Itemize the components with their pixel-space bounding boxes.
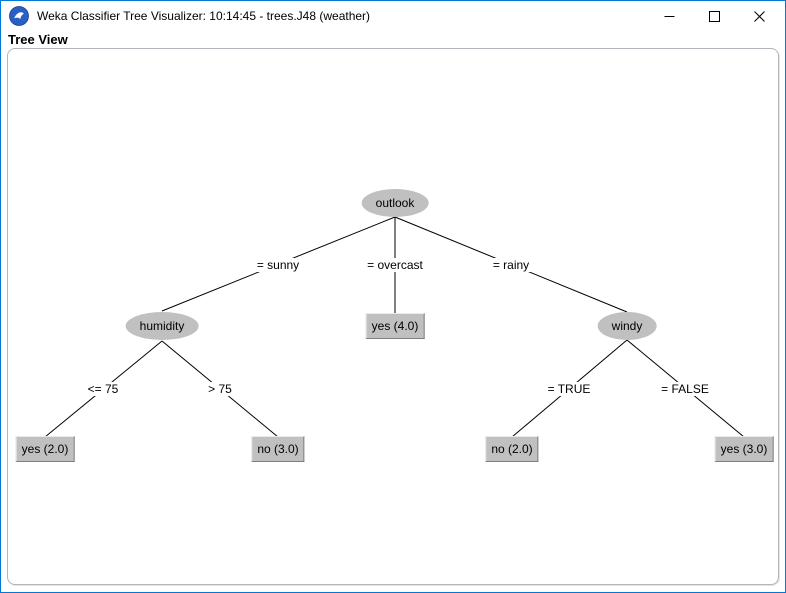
- branch-label-false: = FALSE: [658, 382, 712, 396]
- tree-leaf-yes-4-0[interactable]: yes (4.0): [365, 313, 425, 339]
- tree-canvas[interactable]: = sunny = overcast = rainy <= 75 > 75 = …: [7, 48, 779, 585]
- branch-label-le-75: <= 75: [84, 382, 122, 396]
- tree-leaf-yes-2-0[interactable]: yes (2.0): [15, 436, 75, 462]
- tree-leaf-yes-3-0[interactable]: yes (3.0): [714, 436, 774, 462]
- branch-label-true: = TRUE: [544, 382, 594, 396]
- minimize-button[interactable]: [647, 1, 692, 31]
- tree-node-windy[interactable]: windy: [597, 312, 657, 340]
- tree-leaf-no-2-0[interactable]: no (2.0): [485, 436, 539, 462]
- close-button[interactable]: [737, 1, 782, 31]
- maximize-icon: [709, 10, 720, 22]
- tree-view-label: Tree View: [8, 32, 68, 47]
- branch-label-overcast: = overcast: [364, 258, 426, 272]
- weka-app-icon: [9, 6, 29, 26]
- tree-leaf-no-3-0[interactable]: no (3.0): [251, 436, 305, 462]
- branch-label-rainy: = rainy: [489, 258, 533, 272]
- minimize-icon: [664, 15, 675, 17]
- maximize-button[interactable]: [692, 1, 737, 31]
- window-title: Weka Classifier Tree Visualizer: 10:14:4…: [37, 9, 371, 23]
- tree-node-outlook[interactable]: outlook: [361, 189, 429, 217]
- branch-label-sunny: = sunny: [253, 258, 303, 272]
- close-icon: [754, 10, 765, 22]
- tree-node-humidity[interactable]: humidity: [125, 312, 199, 340]
- titlebar[interactable]: Weka Classifier Tree Visualizer: 10:14:4…: [1, 1, 785, 31]
- window-controls: [647, 1, 782, 31]
- branch-label-gt-75: > 75: [205, 382, 235, 396]
